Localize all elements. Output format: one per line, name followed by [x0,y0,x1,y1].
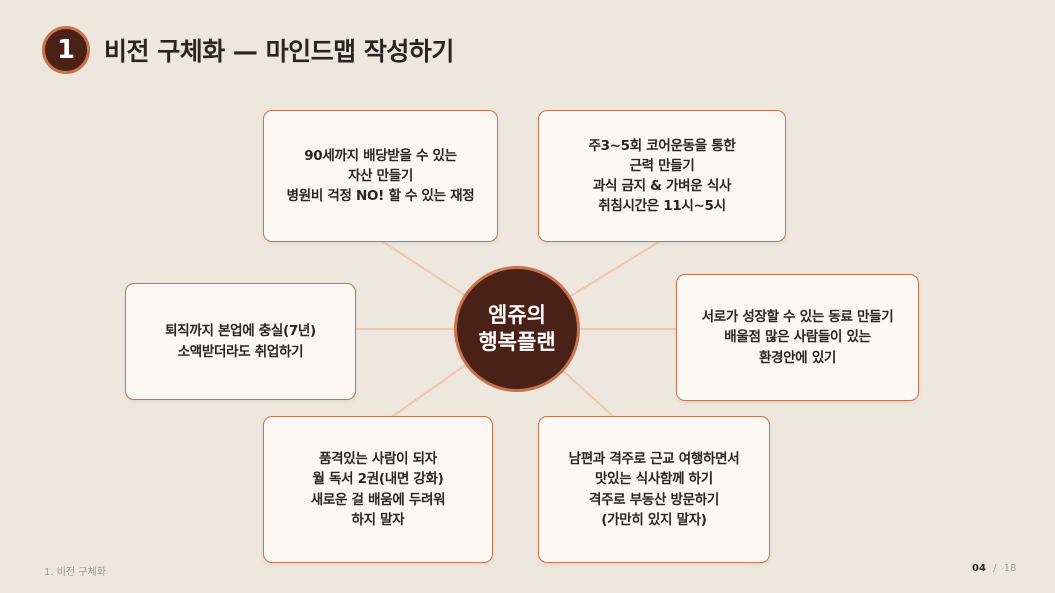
footer-section-label: 1. 비전 구체화 [44,567,106,578]
card-growth: 품격있는 사람이 되자 월 독서 2권(내면 강화) 새로운 걸 배움에 두려워… [263,416,493,563]
card-line: 퇴직까지 본업에 충실(7년) [165,323,316,340]
card-line: 90세까지 배당받을 수 있는 [304,147,457,164]
card-career: 퇴직까지 본업에 충실(7년) 소액받더라도 취업하기 [125,283,356,400]
card-finance: 90세까지 배당받을 수 있는 자산 만들기 병원비 걱정 NO! 할 수 있는… [263,110,498,242]
card-line: 서로가 성장할 수 있는 동료 만들기 [701,309,894,326]
card-line: 새로운 걸 배움에 두려워 [310,491,446,508]
card-line: 과식 금지 & 가벼운 식사 [592,178,732,194]
card-line: 환경안에 있기 [758,349,837,366]
card-line: 하지 말자 [351,511,405,528]
current-page: 04 [972,563,986,574]
card-line: 근력 만들기 [629,157,695,174]
card-line: 격주로 부동산 방문하기 [588,491,719,508]
card-line: 월 독서 2권(내면 강화) [312,471,444,488]
card-family: 남편과 격주로 근교 여행하면서 맛있는 식사함께 하기 격주로 부동산 방문하… [538,416,770,563]
page-title: 비전 구체화 — 마인드맵 작성하기 [104,37,454,66]
page-separator: / [993,563,997,574]
card-relationships: 서로가 성장할 수 있는 동료 만들기 배울점 많은 사람들이 있는 환경안에 … [676,274,919,401]
card-line: (가만히 있지 말자) [601,511,707,528]
header: 1 비전 구체화 — 마인드맵 작성하기 [42,26,454,74]
center-title-line1: 엠쥬의 [488,302,546,327]
card-health: 주3~5회 코어운동을 통한 근력 만들기 과식 금지 & 가벼운 식사 취침시… [538,110,786,242]
card-line: 취침시간은 11시~5시 [598,198,726,215]
card-line: 주3~5회 코어운동을 통한 [588,137,736,154]
center-title-line2: 행복플랜 [478,330,556,354]
card-line: 병원비 걱정 NO! 할 수 있는 재정 [286,188,475,205]
section-number-badge: 1 [42,26,90,74]
card-line: 품격있는 사람이 되자 [319,451,437,467]
center-node: 엠쥬의 행복플랜 [454,266,580,392]
card-line: 자산 만들기 [347,167,413,184]
card-line: 배울점 많은 사람들이 있는 [724,329,871,346]
card-line: 맛있는 식사함께 하기 [595,471,713,488]
card-line: 남편과 격주로 근교 여행하면서 [568,451,740,467]
page-indicator: 04 / 18 [972,563,1016,574]
total-pages: 18 [1003,563,1017,574]
card-line: 소액받더라도 취업하기 [177,343,304,360]
